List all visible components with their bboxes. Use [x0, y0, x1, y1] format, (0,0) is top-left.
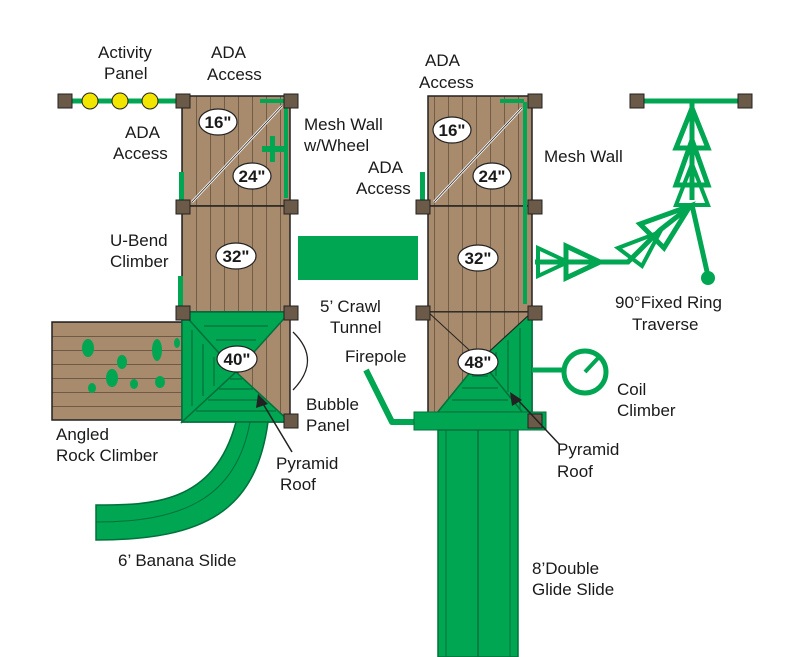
height-marker-right-ada-lower: 16"	[432, 116, 472, 144]
svg-text:40": 40"	[224, 350, 251, 369]
ada-rail-right	[420, 172, 425, 202]
svg-text:32": 32"	[223, 247, 250, 266]
svg-text:16": 16"	[205, 113, 232, 132]
activity-panel	[57, 92, 186, 110]
label-mesh-wall-wheel: Mesh Wall w/Wheel	[303, 115, 387, 155]
crawl-tunnel	[298, 236, 418, 280]
label-ada-access-side-left: ADA Access	[113, 123, 168, 163]
label-activity-panel: Activity Panel	[98, 43, 157, 83]
right-pyramid-roof	[413, 310, 547, 431]
mesh-wall-wheel	[260, 99, 288, 198]
bubble-panel	[292, 331, 308, 391]
right-tower	[363, 93, 609, 657]
height-marker-right-ada-upper: 24"	[472, 162, 512, 190]
label-ada-access-top-right: ADA Access	[419, 51, 474, 92]
label-crawl-tunnel: 5’ Crawl Tunnel	[320, 297, 386, 337]
label-firepole: Firepole	[345, 347, 406, 366]
label-mesh-wall: Mesh Wall	[544, 147, 623, 166]
banana-slide	[95, 421, 269, 541]
deck-height-markers: 16" 24" 32" 40" 16" 24" 32" 48"	[198, 108, 512, 376]
coil-climber	[532, 348, 609, 396]
svg-text:24": 24"	[239, 167, 266, 186]
height-marker-right-tower: 48"	[457, 348, 499, 376]
label-pyramid-roof-right: Pyramid Roof	[557, 440, 624, 481]
label-u-bend-climber: U-Bend Climber	[110, 231, 172, 271]
svg-text:32": 32"	[465, 249, 492, 268]
pointer-arrows	[256, 392, 561, 453]
label-ada-access-top-left: ADA Access	[207, 43, 262, 84]
double-glide-slide	[437, 429, 519, 657]
climbing-rocks	[82, 338, 180, 393]
ring-traverse	[535, 93, 753, 285]
callout-labels: Activity Panel ADA Access ADA Access Mes…	[56, 43, 727, 599]
u-bend-climber	[178, 276, 183, 308]
label-pyramid-roof-left: Pyramid Roof	[276, 454, 343, 494]
firepole	[363, 368, 420, 425]
right-posts	[415, 93, 543, 429]
height-marker-left-ada-lower: 16"	[198, 108, 238, 136]
angled-rock-climber	[51, 321, 183, 421]
height-marker-left-ada-upper: 24"	[232, 162, 272, 190]
height-marker-left-deck: 32"	[215, 242, 257, 270]
label-ring-traverse: 90°Fixed Ring Traverse	[615, 293, 727, 334]
label-bubble-panel: Bubble Panel	[306, 395, 364, 435]
height-marker-left-tower: 40"	[216, 345, 258, 373]
label-ada-access-side-right: ADA Access	[356, 158, 411, 198]
label-banana-slide: 6’ Banana Slide	[118, 551, 236, 570]
left-pyramid-roof	[180, 310, 292, 424]
svg-text:24": 24"	[479, 167, 506, 186]
label-double-glide-slide: 8’Double Glide Slide	[532, 559, 614, 599]
label-angled-rock-climber: Angled Rock Climber	[56, 425, 158, 465]
svg-text:16": 16"	[439, 121, 466, 140]
left-posts	[175, 93, 299, 429]
svg-text:48": 48"	[465, 353, 492, 372]
left-tower	[51, 92, 308, 541]
label-coil-climber: Coil Climber	[617, 380, 676, 420]
ada-rail-left	[179, 172, 184, 200]
height-marker-right-deck: 32"	[457, 244, 499, 272]
